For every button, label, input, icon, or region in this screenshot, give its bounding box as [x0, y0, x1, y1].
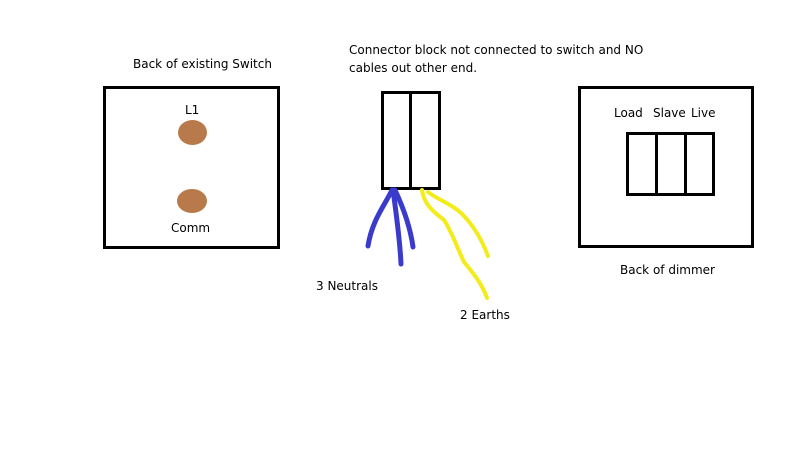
dimmer-terminal-live-label: Live: [691, 106, 716, 120]
switch-terminal-comm-label: Comm: [171, 221, 211, 235]
dimmer-terminal-slave: [655, 132, 687, 196]
switch-terminal-l1: [178, 120, 207, 145]
dimmer-back-plate: [578, 86, 754, 248]
neutrals-label: 3 Neutrals: [316, 279, 378, 293]
switch-caption: Back of existing Switch: [133, 57, 272, 71]
connector-caption-line1: Connector block not connected to switch …: [349, 43, 644, 57]
dimmer-terminal-slave-label: Slave: [653, 106, 686, 120]
dimmer-caption: Back of dimmer: [620, 263, 715, 277]
dimmer-terminal-live: [684, 132, 715, 196]
dimmer-terminal-load-label: Load: [614, 106, 643, 120]
connector-caption-line2: cables out other end.: [349, 61, 478, 75]
switch-terminal-comm: [177, 189, 207, 213]
earth-wire-1: [420, 188, 489, 300]
neutral-wire-2: [390, 187, 404, 267]
connector-block-right-cell: [409, 91, 441, 190]
earths-label: 2 Earths: [460, 308, 510, 322]
switch-terminal-l1-label: L1: [185, 103, 200, 117]
earth-wire-2: [426, 190, 490, 258]
neutral-wire-1: [365, 187, 395, 249]
neutral-wire-3: [392, 187, 416, 250]
switch-back-plate: [103, 86, 280, 249]
dimmer-terminal-load: [626, 132, 658, 196]
